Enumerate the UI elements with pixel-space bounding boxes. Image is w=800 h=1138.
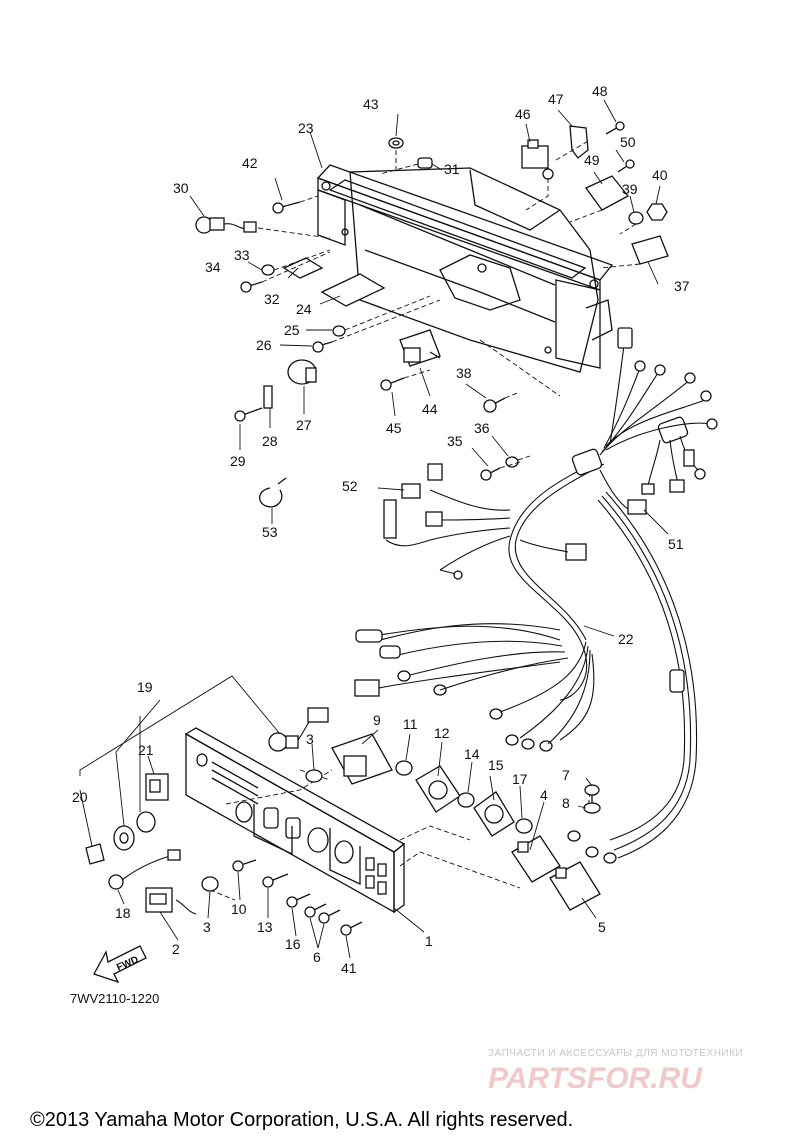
callout-33: 33 [234,247,250,263]
callout-18: 18 [115,905,131,921]
callout-4: 4 [540,787,548,803]
control-box-small-parts [195,121,669,508]
callout-49: 49 [584,152,600,168]
callout-21: 21 [138,742,154,758]
callout-leaders [79,99,669,959]
callout-51: 51 [668,536,684,552]
callout-3a: 3 [306,731,314,747]
callout-47: 47 [548,91,564,107]
assembly-guide-lines [209,139,641,901]
front-panel-parts [85,707,601,936]
callout-20: 20 [72,789,88,805]
callout-30: 30 [173,180,189,196]
callout-13: 13 [257,919,273,935]
fwd-arrow: FWD [93,945,147,984]
callout-22: 22 [618,631,634,647]
front-panel [184,727,406,914]
callout-53: 53 [262,524,278,540]
callout-19: 19 [137,679,153,695]
callout-11: 11 [403,716,418,732]
callout-43: 43 [363,96,379,112]
callout-29: 29 [230,453,246,469]
callout-27: 27 [296,417,312,433]
callout-42: 42 [242,155,258,171]
wiring-harness [354,327,718,864]
callout-24: 24 [296,301,312,317]
callout-1: 1 [425,933,433,949]
callout-38: 38 [456,365,472,381]
callout-35: 35 [447,433,463,449]
callout-36: 36 [474,420,490,436]
callout-44: 44 [422,401,438,417]
callout-6: 6 [313,949,321,965]
watermark-tagline: ЗАПЧАСТИ И АКСЕССУАРЫ ДЛЯ МОТОТЕХНИКИ [488,1048,743,1059]
callout-28: 28 [262,433,278,449]
callout-46: 46 [515,106,531,122]
callout-41: 41 [341,960,357,976]
callout-34: 34 [205,259,221,275]
callout-39: 39 [622,181,638,197]
callout-10: 10 [231,901,247,917]
callout-37: 37 [674,278,690,294]
control-box-frame [316,164,614,373]
callout-31: 31 [444,161,460,177]
callout-23: 23 [298,120,314,136]
callout-17: 17 [512,771,528,787]
callout-52: 52 [342,478,358,494]
callout-12: 12 [434,725,450,741]
callout-25: 25 [284,322,300,338]
callout-48: 48 [592,83,608,99]
callout-8: 8 [562,795,570,811]
callout-7: 7 [562,767,570,783]
callout-numbers: 43 23 31 42 30 33 34 32 24 25 26 27 28 2… [72,83,690,976]
callout-9: 9 [373,712,381,728]
callout-32: 32 [264,291,280,307]
watermark: ЗАПЧАСТИ И АКСЕССУАРЫ ДЛЯ МОТОТЕХНИКИ PA… [488,1048,743,1095]
callout-15: 15 [488,757,504,773]
callout-26: 26 [256,337,272,353]
callout-14: 14 [464,746,480,762]
callout-40: 40 [652,167,668,183]
watermark-brand: PARTSFOR.RU [488,1062,703,1095]
callout-2: 2 [172,941,180,957]
callout-16: 16 [285,936,301,952]
callout-50: 50 [620,134,636,150]
diagram-code: 7WV2110-1220 [70,991,159,1006]
callout-3b: 3 [203,919,211,935]
callout-5: 5 [598,919,606,935]
copyright-notice: ©2013 Yamaha Motor Corporation, U.S.A. A… [30,1109,573,1131]
callout-45: 45 [386,420,402,436]
